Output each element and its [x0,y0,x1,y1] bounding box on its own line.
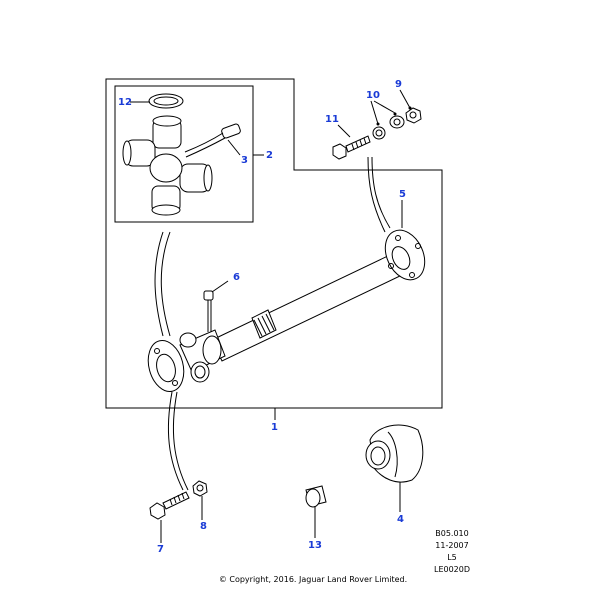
callout-1: 1 [271,422,278,433]
propeller-shaft [147,229,426,392]
callout-9: 9 [395,79,402,90]
callout-10: 10 [366,90,380,101]
callout-6: 6 [233,272,240,283]
joint-kit-box [114,85,254,223]
cover-4 [365,424,424,483]
circlip-12 [148,93,184,109]
nut-9 [405,107,422,124]
nut-8 [192,480,208,497]
bolt-7 [149,491,190,520]
grease-nipple-6 [203,290,214,332]
callout-12: 12 [118,97,132,108]
callout-2: 2 [266,150,273,161]
bush-13 [305,485,327,508]
assembly-outline [105,78,443,409]
callout-5: 5 [399,189,406,200]
drawing-code: B05.010 [435,529,469,538]
drawing-id: LE0020D [433,565,471,574]
bolt-11 [332,135,371,160]
callout-4: 4 [397,514,404,525]
copyright-notice: © Copyright, 2016. Jaguar Land Rover Lim… [218,575,408,584]
washer-10b [389,115,405,129]
callout-11: 11 [325,114,339,125]
callout-7: 7 [157,544,164,555]
grease-nipple-3 [184,123,241,158]
washer-10a [372,126,386,140]
drawing-level: L5 [447,553,457,562]
drawing-date: 11-2007 [435,541,469,550]
callout-13: 13 [308,540,322,551]
callout-8: 8 [200,521,207,532]
callout-3: 3 [241,155,248,166]
universal-joint-spider [122,115,213,216]
